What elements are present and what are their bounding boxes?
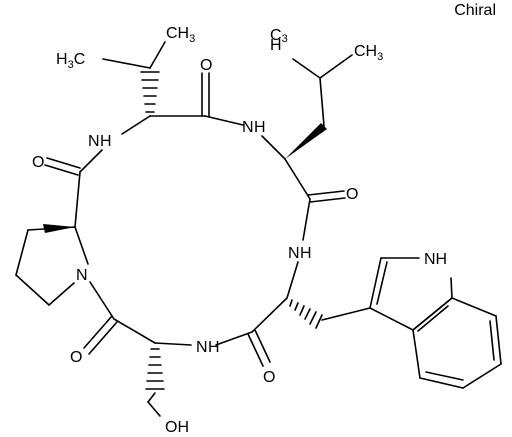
amide-nh-right: N — [288, 245, 300, 262]
leu-wedge-bond — [285, 123, 327, 159]
oxygen-atom-ser: O — [70, 349, 82, 366]
amide-nh-left: N — [88, 133, 100, 150]
tryptophan-side-chain — [289, 257, 502, 389]
val-methyl-label: CH3 — [166, 25, 195, 45]
val-methyl-label-left: H3C — [56, 51, 85, 71]
oxygen-atom-val: O — [200, 57, 212, 74]
atom-labels: CH3 H3C H3 C CH3 O O O O O N N N N N OH … — [32, 25, 447, 436]
amide-h-right: H — [300, 245, 312, 262]
leucine-side-chain — [285, 54, 353, 159]
amide-nh-top: N — [242, 119, 254, 136]
oxygen-atom-leu: O — [346, 186, 358, 203]
amide-h-left: H — [100, 133, 112, 150]
valine-side-chain — [102, 41, 166, 113]
val-hash-bond — [140, 71, 160, 113]
serine-side-chain — [145, 348, 165, 417]
leu-methyl-label-right: CH3 — [354, 43, 383, 63]
amide-nh-bottom: N — [196, 339, 208, 356]
ring-bonds — [74, 115, 311, 346]
indole-nh-label: NH — [424, 251, 447, 268]
hydroxyl-label: OH — [165, 419, 189, 436]
oxygen-atom-pro: O — [32, 154, 44, 171]
ser-hash-bond — [145, 348, 165, 390]
leu-carbon-label: C — [270, 27, 282, 44]
chiral-flag: Chiral — [454, 2, 496, 19]
pro-wedge-bond — [43, 224, 75, 233]
carbonyl-bonds — [44, 72, 346, 367]
amide-h-bottom: H — [208, 339, 220, 356]
oxygen-atom-trp: O — [263, 369, 275, 386]
amide-h-top: H — [254, 119, 266, 136]
amide-h-labels: H H H H — [100, 119, 312, 356]
proline-nitrogen: N — [76, 267, 88, 284]
trp-hash-bond — [289, 299, 323, 329]
proline-ring — [15, 224, 76, 306]
